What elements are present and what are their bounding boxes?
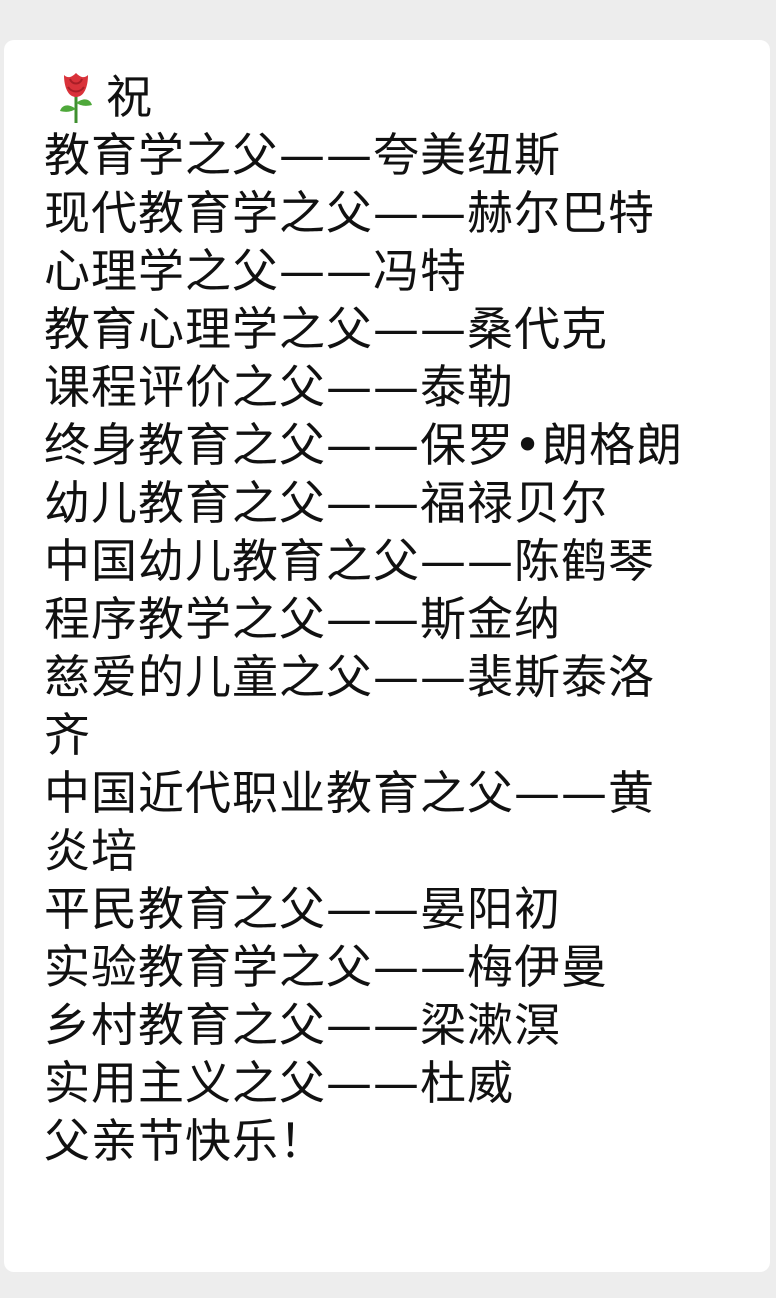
greeting-line: 祝 (44, 68, 770, 126)
message-line: 程序教学之父——斯金纳 (44, 592, 561, 646)
message-line: 父亲节快乐！ (44, 1114, 326, 1168)
message-line: 课程评价之父——泰勒 (44, 360, 514, 414)
message-line: 实用主义之父——杜威 (44, 1056, 514, 1110)
message-line: 中国近代职业教育之父——黄 (44, 766, 655, 820)
message-line: 齐 (44, 708, 91, 762)
message-line: 炎培 (44, 824, 138, 878)
message-line: 幼儿教育之父——福禄贝尔 (44, 476, 608, 530)
rose-icon (54, 69, 98, 125)
message-line: 平民教育之父——晏阳初 (44, 882, 561, 936)
greeting-text: 祝 (106, 70, 153, 124)
message-line: 教育心理学之父——桑代克 (44, 302, 608, 356)
message-line: 慈爱的儿童之父——裴斯泰洛 (44, 650, 655, 704)
message-line: 乡村教育之父——梁漱溟 (44, 998, 561, 1052)
message-line: 中国幼儿教育之父——陈鹤琴 (44, 534, 655, 588)
message-line: 实验教育学之父——梅伊曼 (44, 940, 608, 994)
message-line: 终身教育之父——保罗•朗格朗 (44, 418, 684, 472)
message-line: 现代教育学之父——赫尔巴特 (44, 186, 655, 240)
message-line: 心理学之父——冯特 (44, 244, 467, 298)
message-line: 教育学之父——夸美纽斯 (44, 128, 561, 182)
message-bubble[interactable]: 祝 教育学之父——夸美纽斯 现代教育学之父——赫尔巴特 心理学之父——冯特 教育… (4, 40, 770, 1272)
